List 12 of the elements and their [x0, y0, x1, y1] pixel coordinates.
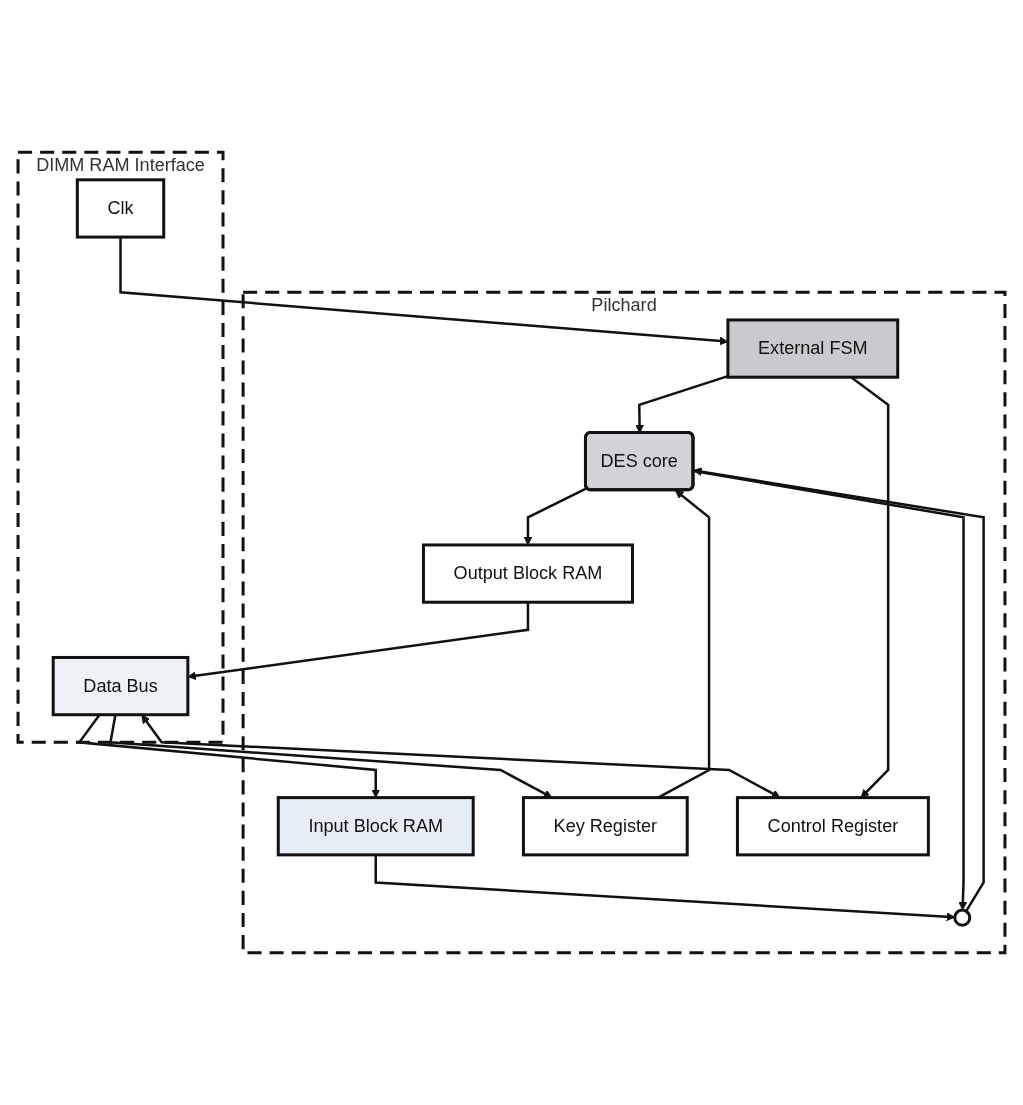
node-box: Output Block RAM — [421, 543, 634, 604]
arrow — [141, 714, 781, 798]
arrow — [374, 854, 956, 922]
node-box: Control Register — [735, 796, 930, 857]
node-box: Clk — [75, 178, 166, 239]
node-box: Key Register — [521, 796, 689, 857]
node-box: Data Bus — [51, 655, 190, 717]
node-box: Input Block RAM — [276, 796, 475, 857]
arrow — [109, 714, 553, 798]
arrow — [77, 714, 381, 798]
node-circle — [953, 908, 972, 927]
node-box: External FSM — [726, 318, 900, 379]
